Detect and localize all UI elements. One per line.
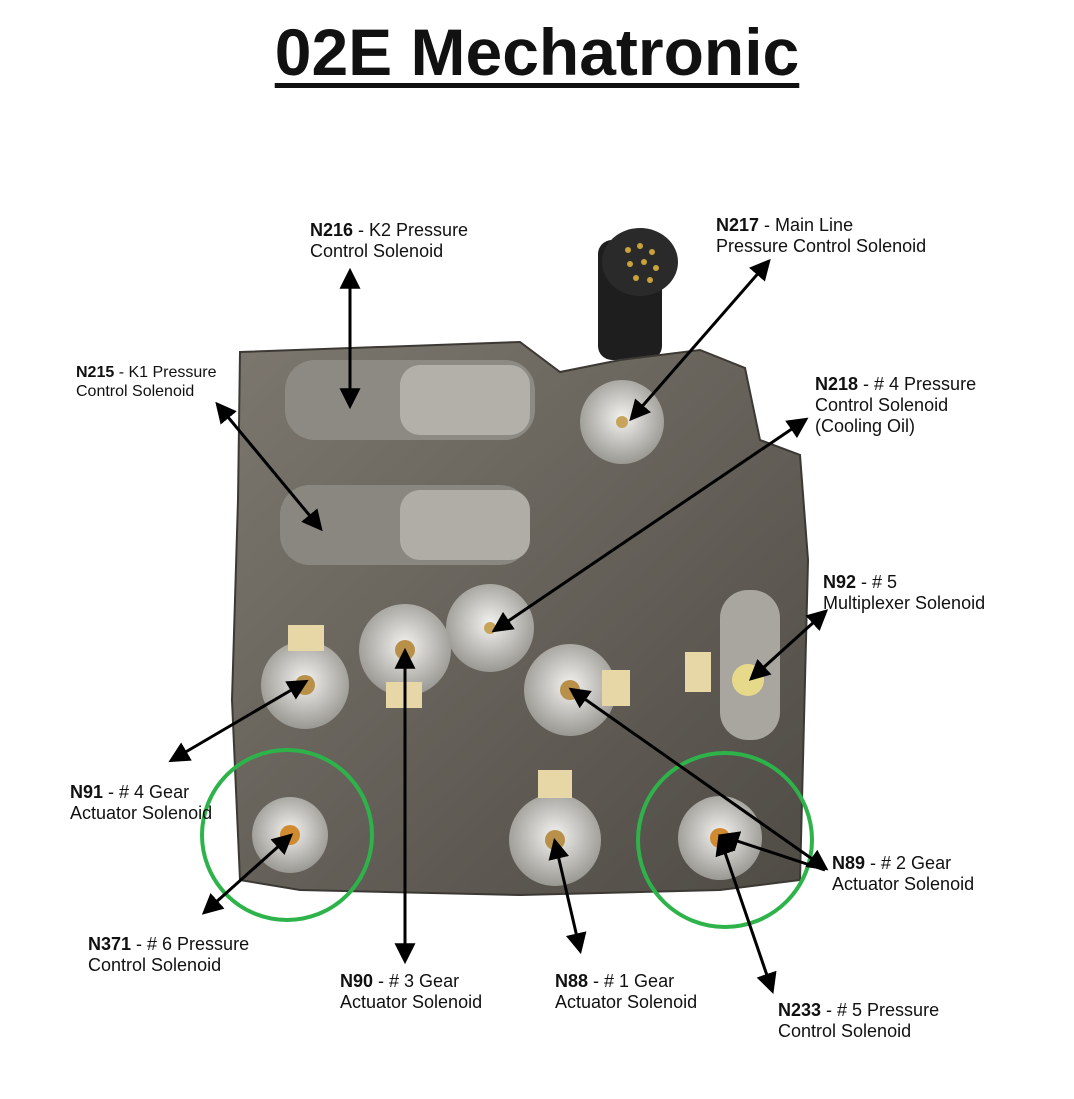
arrow-n215 bbox=[215, 401, 323, 532]
arrow-n217 bbox=[629, 258, 771, 422]
arrow-n233 bbox=[715, 834, 777, 994]
solenoid-n92 bbox=[720, 590, 780, 740]
connector-plug bbox=[598, 228, 678, 360]
arrow-n371 bbox=[201, 833, 294, 915]
solenoid-n88 bbox=[509, 794, 601, 886]
solenoid-n218 bbox=[446, 584, 534, 672]
arrow-n89-a bbox=[568, 687, 829, 871]
solenoid-n91 bbox=[261, 641, 349, 729]
arrow-n92 bbox=[748, 609, 829, 681]
k2-solenoid-body bbox=[285, 360, 535, 440]
diagram-title: 02E Mechatronic bbox=[274, 15, 800, 89]
arrow-n88 bbox=[548, 837, 587, 955]
arrow-n91 bbox=[168, 679, 309, 763]
arrow-n218 bbox=[491, 417, 809, 633]
solenoid-n217 bbox=[580, 380, 664, 464]
